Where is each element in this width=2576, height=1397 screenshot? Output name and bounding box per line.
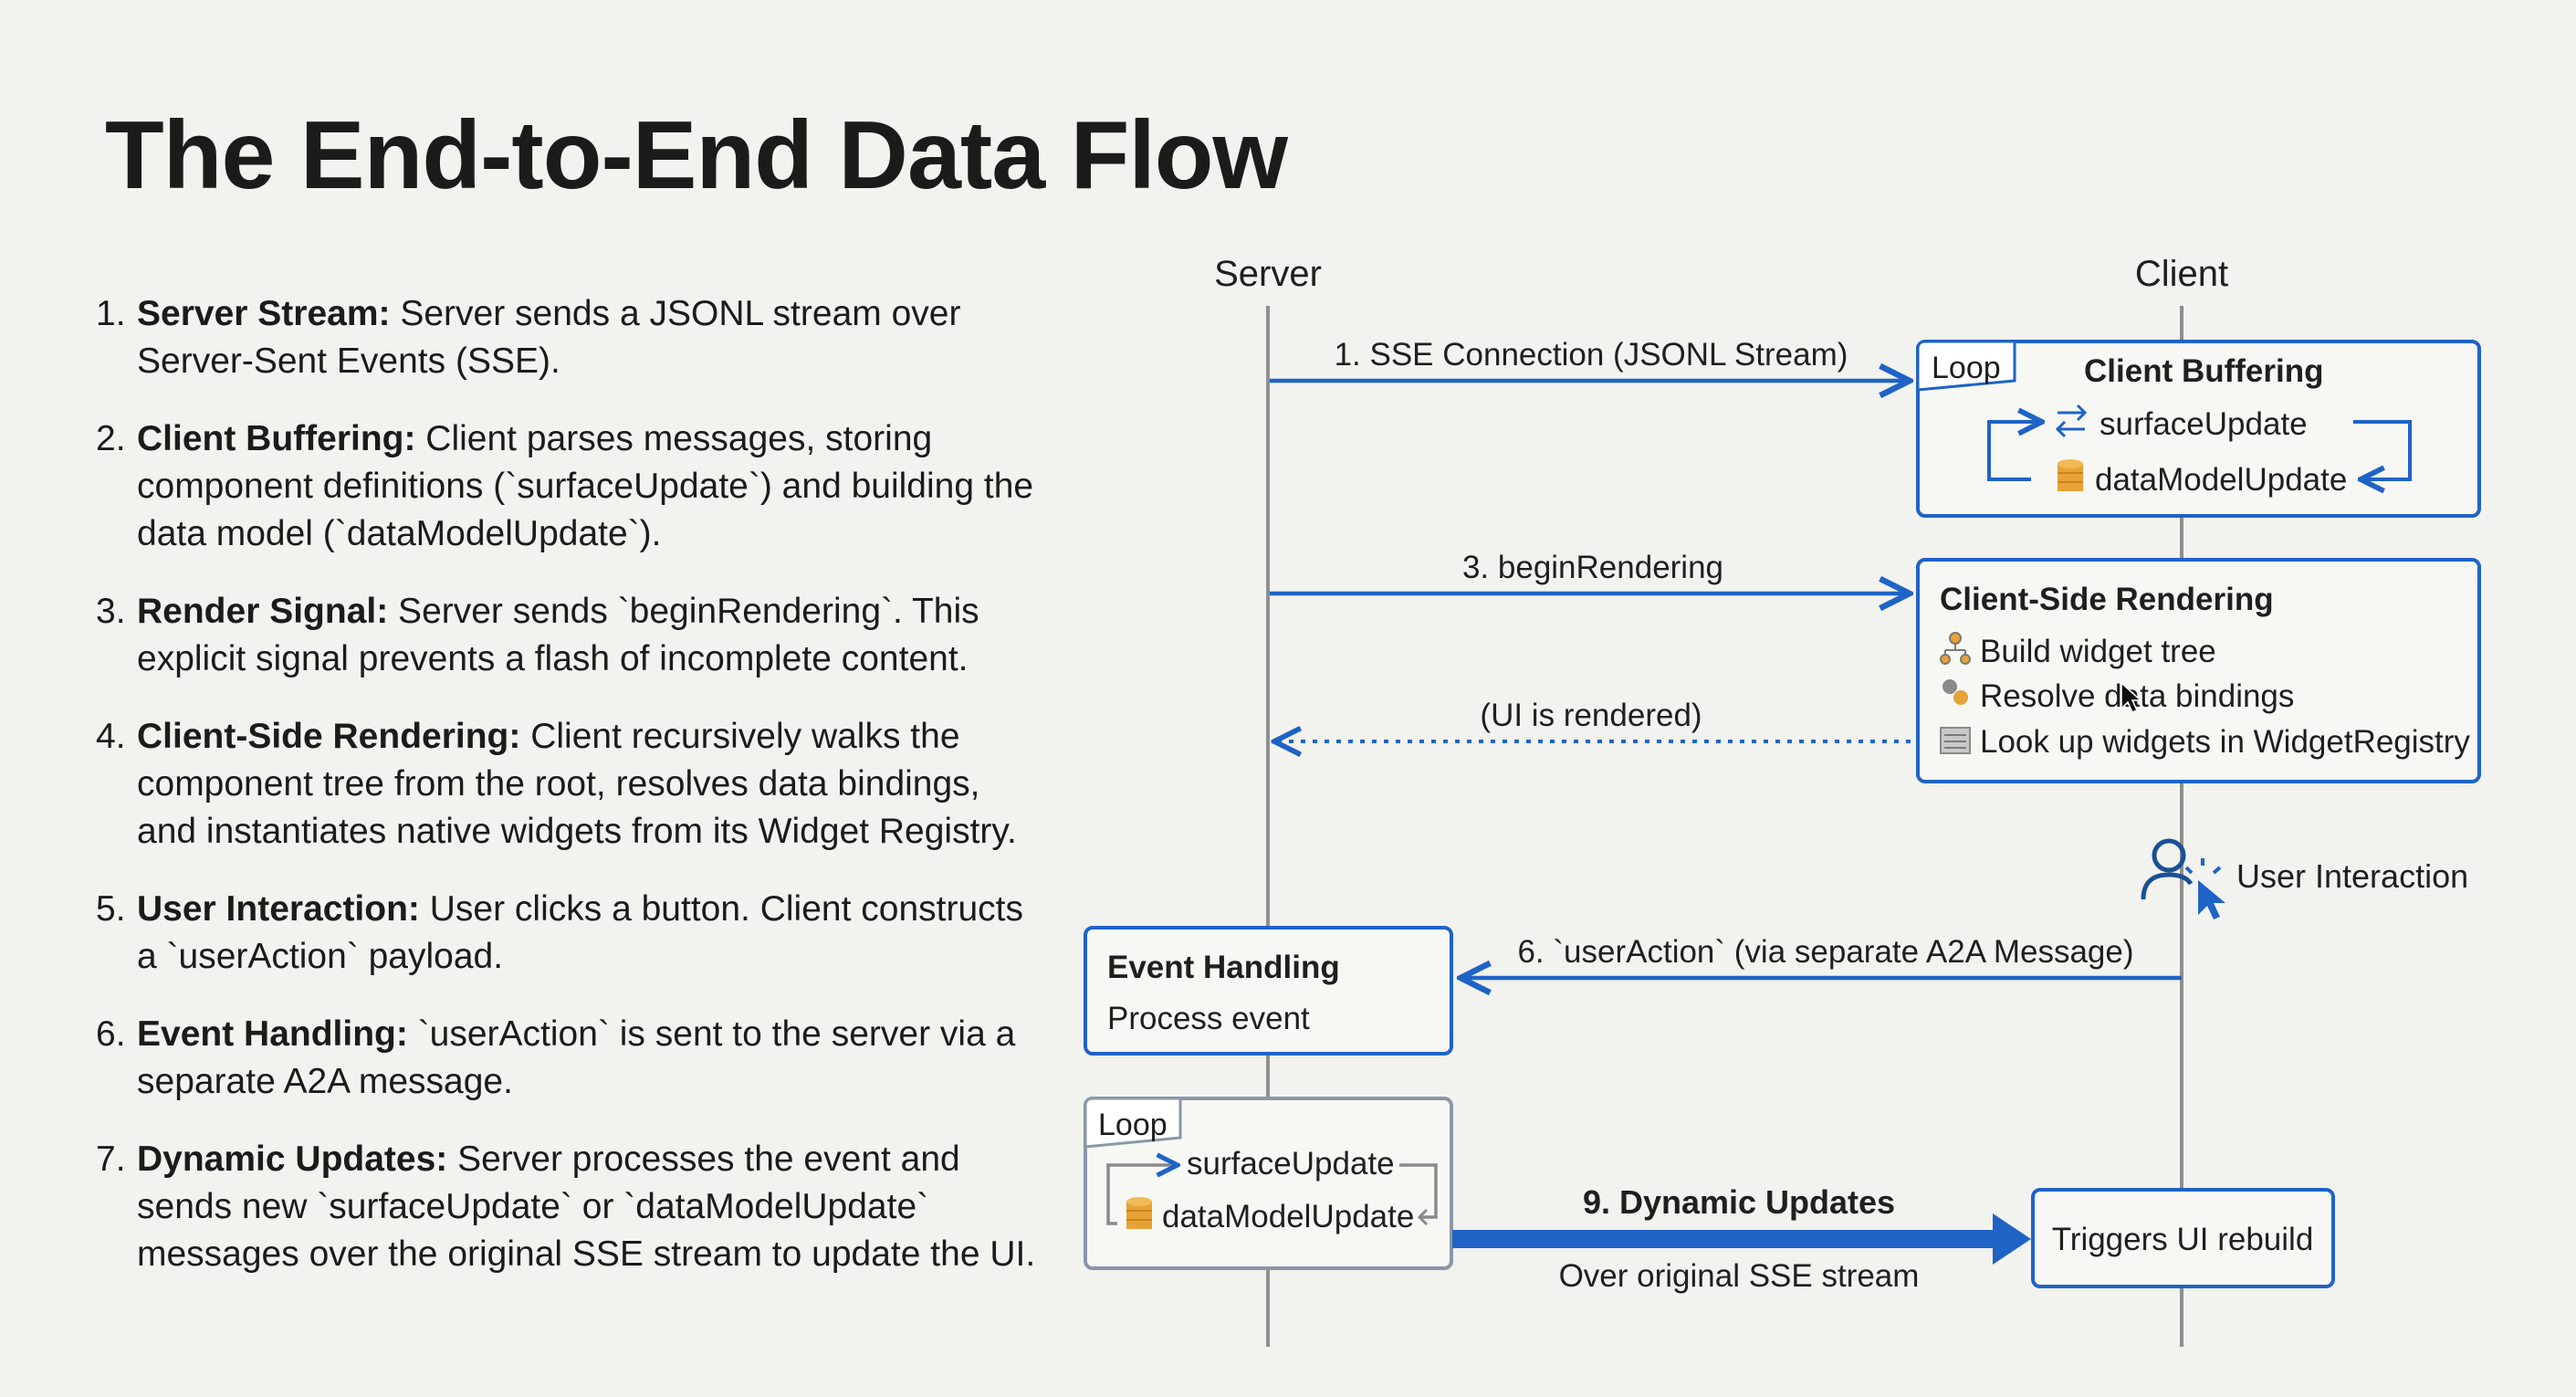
sse-connection-label: 1. SSE Connection (JSONL Stream) xyxy=(1335,337,1848,373)
rebuild-label: Triggers UI rebuild xyxy=(2052,1222,2314,1257)
loop-tag: Loop xyxy=(1932,351,2001,385)
step-heading: Event Handling: xyxy=(137,1014,408,1054)
step-body: `userAction` is sent to the server via a… xyxy=(137,1014,1016,1101)
user-interaction-icon xyxy=(2141,838,2225,919)
server-loop-box: Loop surfaceUpdate dataModelUpdate xyxy=(1084,1097,1453,1270)
step-heading: Server Stream: xyxy=(137,294,391,333)
step-number: 5. xyxy=(96,889,126,929)
step-heading: Client-Side Rendering: xyxy=(137,717,521,756)
step-number: 6. xyxy=(96,1014,126,1054)
step-body: Client parses messages, storing componen… xyxy=(137,419,1034,553)
step-heading: Render Signal: xyxy=(137,592,389,631)
step-body: Client recursively walks the component t… xyxy=(137,717,1017,851)
server-loop-cycle-right xyxy=(1399,1163,1438,1219)
rebuild-box: Triggers UI rebuild xyxy=(2031,1188,2335,1288)
mouse-pointer-icon xyxy=(2120,681,2142,713)
swap-arrows-icon xyxy=(2055,404,2088,438)
database-icon xyxy=(1126,1197,1152,1229)
rendering-item-resolve: Resolve data bindings xyxy=(1980,678,2294,714)
dynamic-updates-arrow-head xyxy=(1993,1213,2031,1265)
server-loop-cycle xyxy=(1106,1165,1178,1225)
step-body: User clicks a button. Client constructs … xyxy=(137,889,1023,976)
database-icon xyxy=(2058,459,2083,491)
ui-rendered-label: (UI is rendered) xyxy=(1480,698,1702,733)
step-item: 4. Client-Side Rendering: Client recursiv… xyxy=(96,713,1036,856)
step-number: 1. xyxy=(96,294,126,333)
step-body: Server sends a JSONL stream over Server-… xyxy=(137,294,961,381)
client-buffering-title: Client Buffering xyxy=(2084,353,2323,389)
step-item: 2. Client Buffering: Client parses messag… xyxy=(96,415,1036,558)
registry-icon xyxy=(1940,727,1971,754)
dynamic-updates-arrow-shaft xyxy=(1452,1230,1995,1248)
steps-list: 1. Server Stream: Server sends a JSONL st… xyxy=(96,290,1036,1308)
step-heading: Dynamic Updates: xyxy=(137,1140,448,1179)
dynamic-updates-label: 9. Dynamic Updates xyxy=(1583,1183,1895,1221)
rendering-item-lookup: Look up widgets in WidgetRegistry xyxy=(1980,724,2470,760)
begin-rendering-label: 3. beginRendering xyxy=(1462,550,1723,585)
client-buffering-box: Loop Client Buffering surfaceUpdate data… xyxy=(1916,340,2481,518)
server-label: Server xyxy=(1214,254,1322,294)
event-handling-box: Event Handling Process event xyxy=(1084,926,1453,1056)
step-heading: User Interaction: xyxy=(137,889,420,929)
loop-cycle-right xyxy=(2353,420,2412,479)
rendering-item-build: Build widget tree xyxy=(1980,634,2216,669)
dynamic-updates-sub: Over original SSE stream xyxy=(1559,1258,1920,1294)
step-body: Server processes the event and sends new… xyxy=(137,1140,1036,1274)
step-number: 3. xyxy=(96,592,126,631)
page-title: The End-to-End Data Flow xyxy=(105,101,1288,209)
step-item: 5. User Interaction: User clicks a button… xyxy=(96,886,1036,981)
widget-tree-icon xyxy=(1940,632,1971,665)
loop-item-datamodelupdate: dataModelUpdate xyxy=(2095,462,2347,498)
loop-cycle-left xyxy=(1987,422,2042,481)
client-rendering-title: Client-Side Rendering xyxy=(1940,582,2274,617)
step-item: 3. Render Signal: Server sends `beginRend… xyxy=(96,588,1036,683)
dynamic-updates-title: 9. Dynamic Updates xyxy=(1583,1183,1895,1221)
step-heading: Client Buffering: xyxy=(137,419,416,458)
step-number: 4. xyxy=(96,717,126,756)
event-handling-body: Process event xyxy=(1107,1001,1310,1036)
step-item: 6. Event Handling: `userAction` is sent t… xyxy=(96,1011,1036,1106)
server-loop-item-surfaceupdate: surfaceUpdate xyxy=(1187,1146,1395,1182)
step-number: 7. xyxy=(96,1140,126,1179)
bindings-icon xyxy=(1942,679,1968,705)
loop-item-surfaceupdate: surfaceUpdate xyxy=(2100,406,2308,442)
step-body: Server sends `beginRendering`. This expl… xyxy=(137,592,979,678)
client-side-rendering-box: Client-Side Rendering Build widget tree … xyxy=(1916,558,2481,783)
user-action-label: 6. `userAction` (via separate A2A Messag… xyxy=(1517,934,2133,970)
client-label: Client xyxy=(2135,254,2228,294)
step-item: 7. Dynamic Updates: Server processes the … xyxy=(96,1136,1036,1278)
event-handling-title: Event Handling xyxy=(1107,950,1340,985)
step-item: 1. Server Stream: Server sends a JSONL st… xyxy=(96,290,1036,385)
server-loop-item-datamodelupdate: dataModelUpdate xyxy=(1162,1199,1414,1234)
step-number: 2. xyxy=(96,419,126,458)
server-loop-tag: Loop xyxy=(1098,1108,1168,1142)
user-interaction-label: User Interaction xyxy=(2236,857,2468,895)
